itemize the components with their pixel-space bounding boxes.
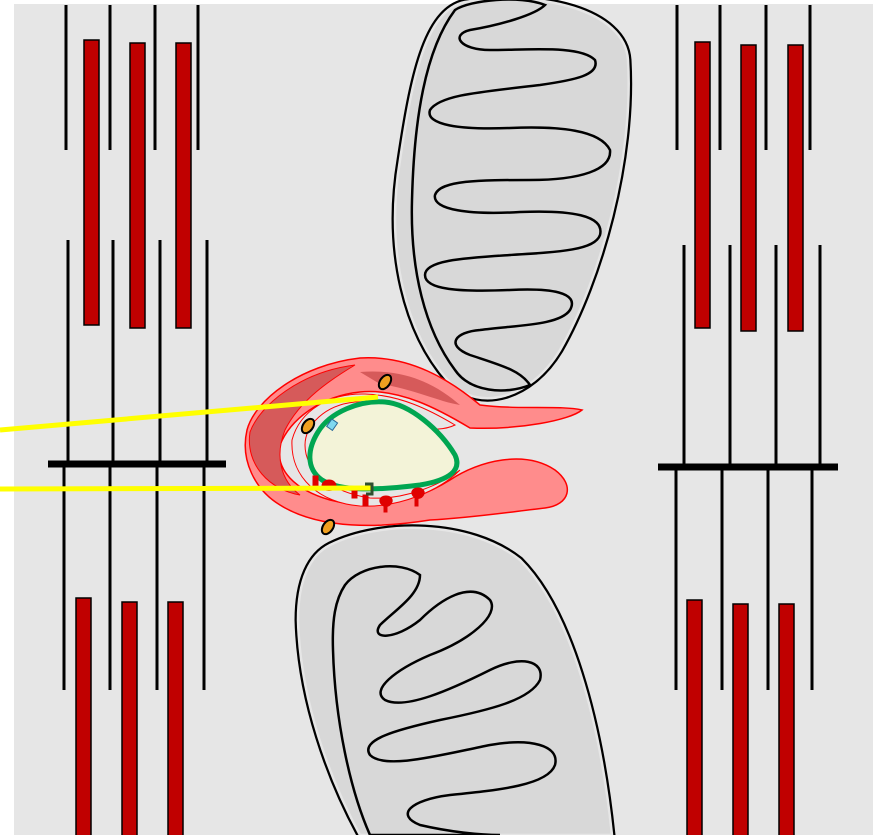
receptor-marker bbox=[313, 476, 318, 486]
thick-filament bbox=[130, 43, 145, 328]
thick-filament bbox=[176, 43, 191, 328]
thick-filament bbox=[122, 602, 137, 835]
receptor-marker bbox=[380, 496, 392, 507]
thick-filament bbox=[84, 40, 99, 325]
receptor-marker bbox=[363, 495, 368, 506]
thick-filament bbox=[695, 42, 710, 328]
thick-filament bbox=[76, 598, 91, 835]
receptor-marker bbox=[412, 488, 424, 499]
thick-filament bbox=[687, 600, 702, 835]
thick-filament bbox=[788, 45, 803, 331]
receptor-marker bbox=[415, 498, 418, 506]
thick-filament bbox=[779, 604, 794, 835]
thick-filament bbox=[741, 45, 756, 331]
thick-filament bbox=[733, 604, 748, 835]
pointer-line-lower bbox=[0, 488, 372, 489]
receptor-marker bbox=[384, 506, 387, 512]
thick-filament bbox=[168, 602, 183, 835]
